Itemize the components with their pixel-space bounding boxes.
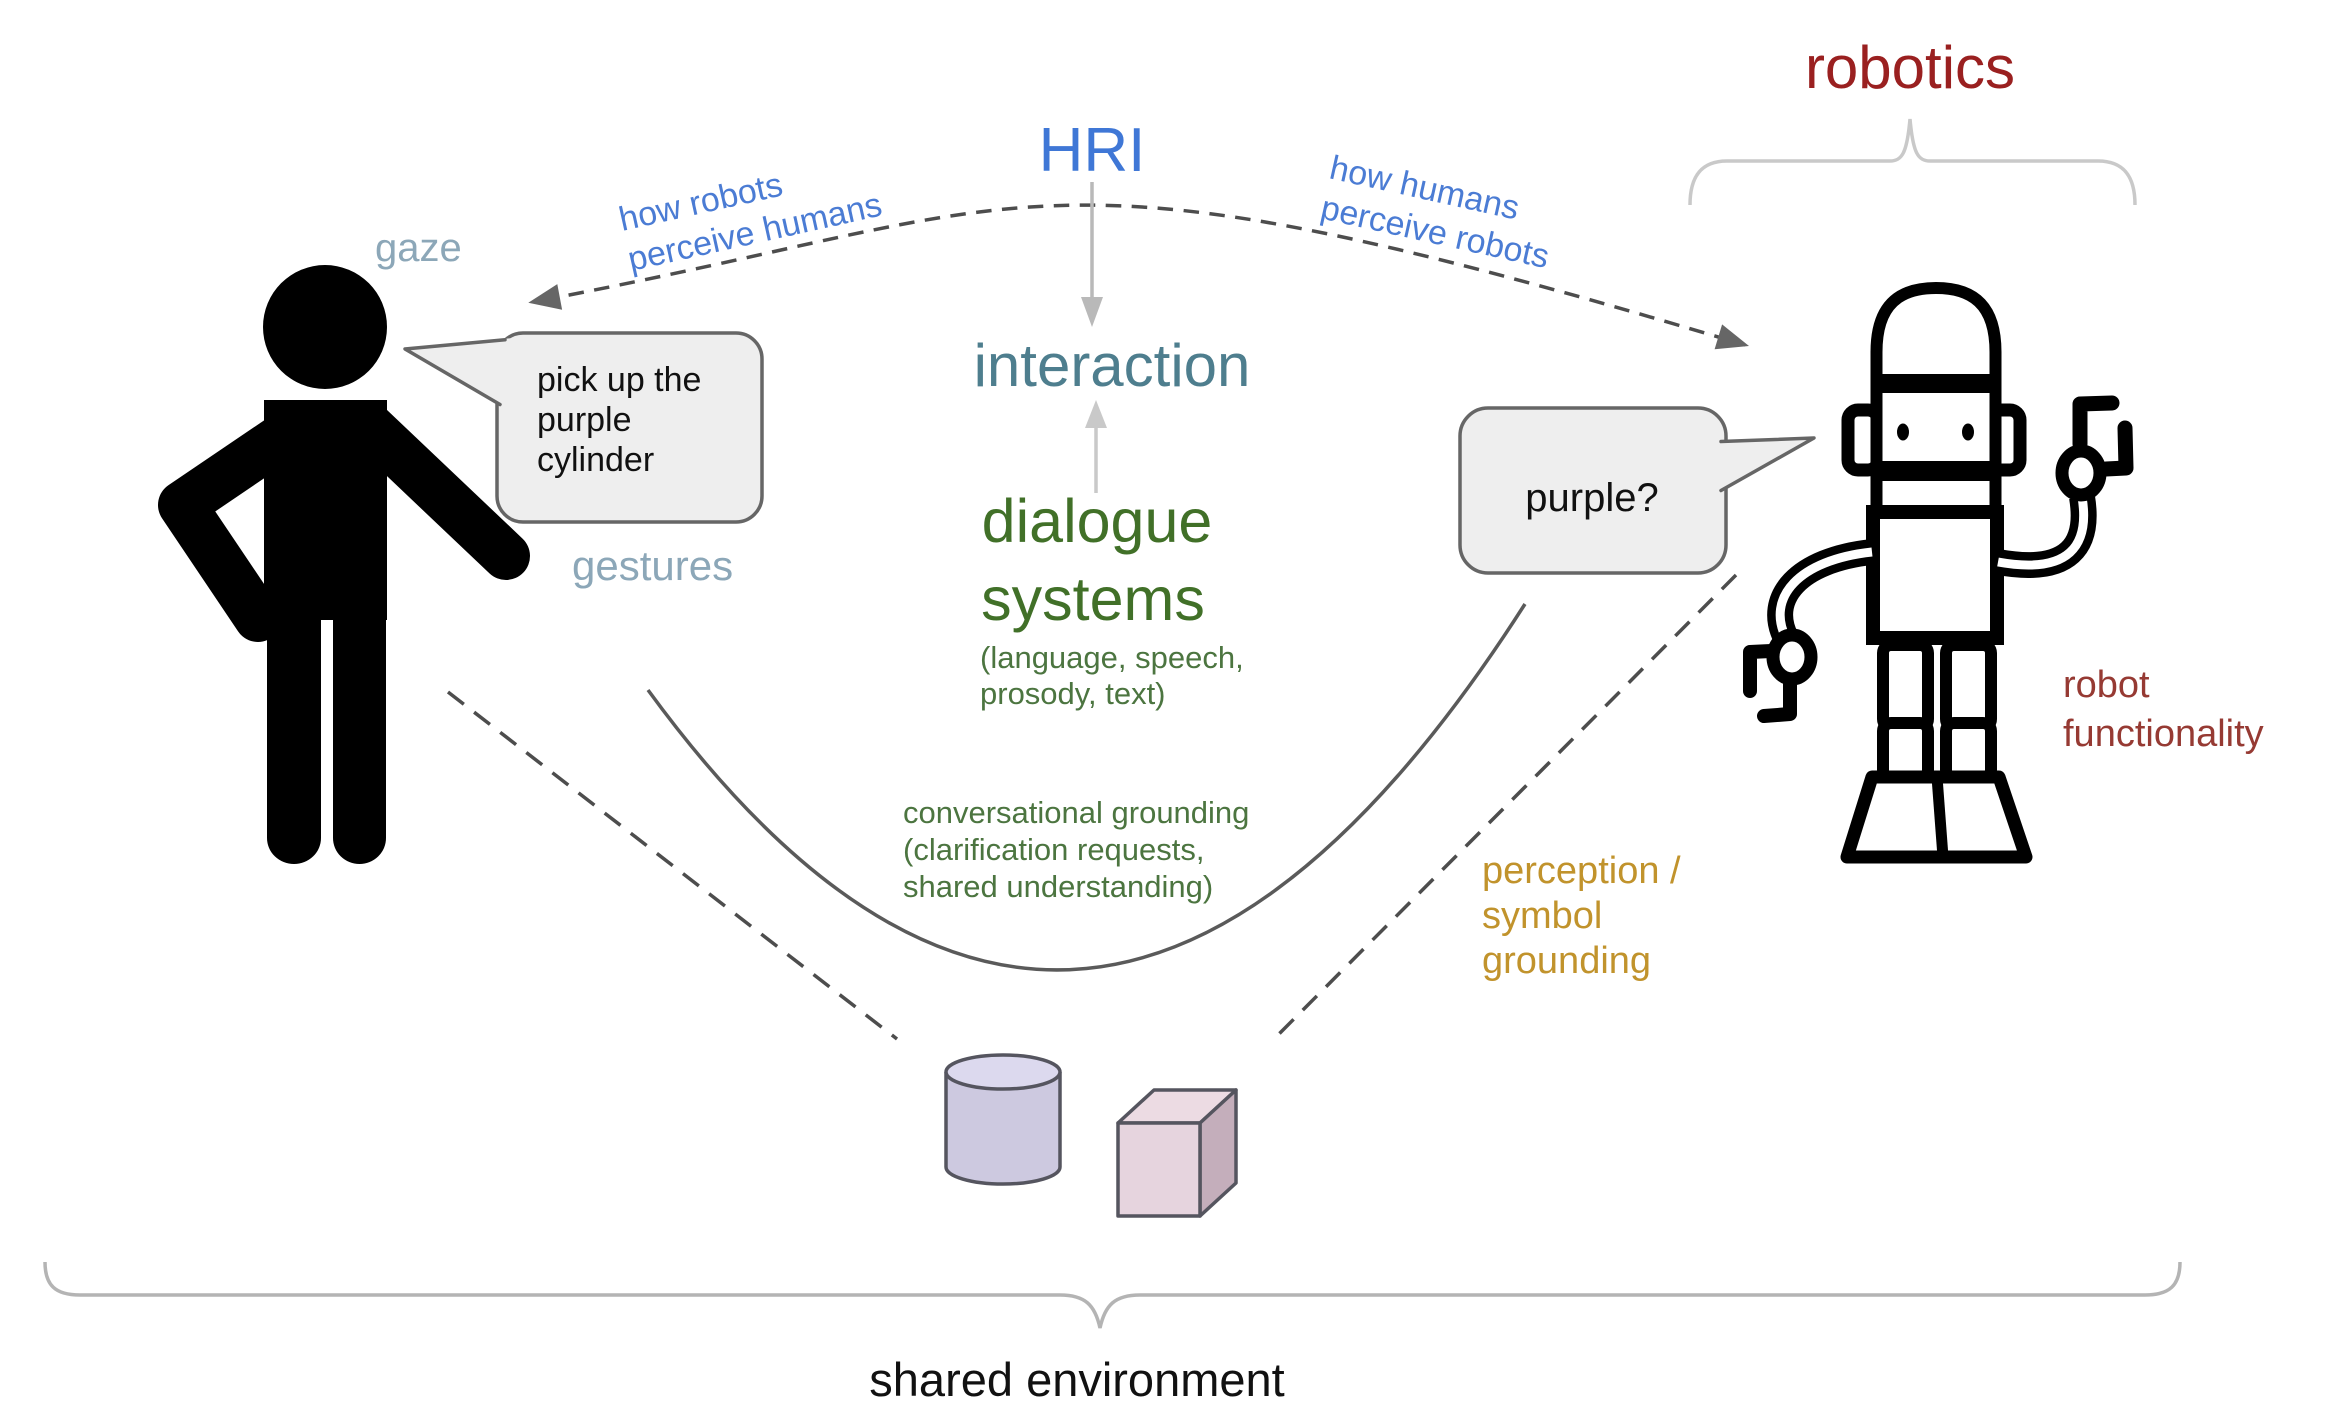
- svg-text:HRI: HRI: [1039, 116, 1146, 185]
- svg-text:shared understanding): shared understanding): [903, 869, 1213, 904]
- svg-text:gestures: gestures: [572, 542, 733, 589]
- svg-text:(clarification requests,: (clarification requests,: [903, 832, 1205, 867]
- svg-text:(language, speech,: (language, speech,: [980, 640, 1244, 675]
- svg-text:interaction: interaction: [974, 332, 1251, 399]
- svg-text:functionality: functionality: [2063, 713, 2264, 755]
- svg-text:purple?: purple?: [1525, 476, 1658, 520]
- svg-text:conversational grounding: conversational grounding: [903, 795, 1249, 830]
- svg-text:robotics: robotics: [1805, 34, 2015, 101]
- svg-text:prosody, text): prosody, text): [980, 676, 1166, 711]
- svg-text:purple: purple: [537, 401, 632, 439]
- svg-text:shared environment: shared environment: [869, 1353, 1284, 1406]
- svg-text:symbol: symbol: [1482, 895, 1602, 937]
- svg-text:systems: systems: [981, 565, 1205, 633]
- svg-text:pick up the: pick up the: [537, 361, 701, 399]
- svg-text:gaze: gaze: [375, 226, 462, 270]
- svg-text:robot: robot: [2063, 664, 2150, 706]
- svg-text:dialogue: dialogue: [982, 487, 1213, 555]
- svg-text:cylinder: cylinder: [537, 441, 654, 479]
- svg-text:perception /: perception /: [1482, 850, 1681, 892]
- svg-text:grounding: grounding: [1482, 940, 1651, 982]
